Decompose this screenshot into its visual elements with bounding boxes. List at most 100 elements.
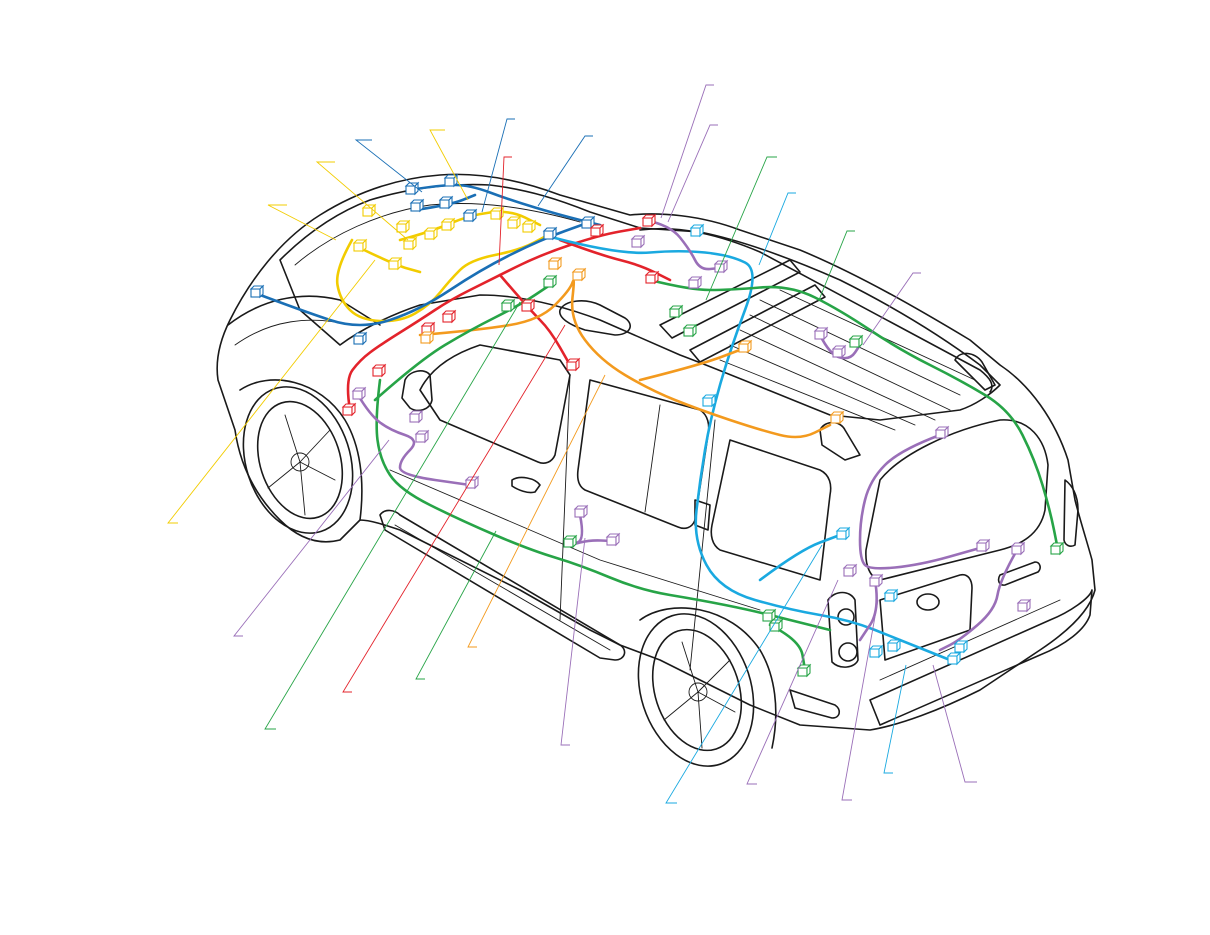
connector-icon xyxy=(829,410,845,425)
callout-leader-line xyxy=(315,161,409,241)
harness-green-main xyxy=(375,378,832,632)
harness-body-red-upper xyxy=(558,238,672,282)
connector-icon xyxy=(441,309,457,324)
connector-icon xyxy=(542,226,558,241)
harness-headlining-blue xyxy=(253,220,592,327)
callout-leader-line xyxy=(233,439,390,637)
connector-icon xyxy=(813,326,829,341)
hood-inner xyxy=(234,319,351,346)
connector-icon xyxy=(630,234,646,249)
connector-icon xyxy=(506,215,522,230)
door-seam-rear xyxy=(689,419,716,671)
harness-orange-main xyxy=(418,279,832,439)
connector-icon xyxy=(500,298,516,313)
connector-icon xyxy=(341,402,357,417)
rear-wheel xyxy=(637,607,777,767)
connector-icon xyxy=(404,181,420,196)
rear-door-window xyxy=(576,379,710,530)
connector-icon xyxy=(352,238,368,253)
rear-bumper xyxy=(869,589,1093,726)
harness-purple-front xyxy=(356,393,472,487)
callout-leader-line xyxy=(264,301,521,730)
harness-purple-rear-gate xyxy=(858,433,982,570)
harness-roof-front xyxy=(335,233,550,323)
tail-light-right xyxy=(1063,479,1079,547)
callout-leader-line xyxy=(429,129,469,201)
connector-icon xyxy=(414,429,430,444)
callout-leader-line xyxy=(481,118,515,213)
rear-door-window-divider xyxy=(644,404,661,513)
crossbar-front xyxy=(659,259,801,339)
front-wheel xyxy=(239,379,363,534)
connector-icon xyxy=(565,357,581,372)
roof-rail-mount xyxy=(819,421,861,461)
connector-icon xyxy=(953,639,969,654)
connector-icon xyxy=(687,275,703,290)
connector-icon xyxy=(589,223,605,238)
connector-icon xyxy=(361,203,377,218)
connector-icon xyxy=(886,638,902,653)
callout-leader-line xyxy=(560,537,586,746)
connector-icon xyxy=(842,563,858,578)
connector-icon xyxy=(408,409,424,424)
rear-reflector xyxy=(789,689,841,719)
connector-icon xyxy=(868,644,884,659)
connector-icon xyxy=(641,213,657,228)
side-mirror xyxy=(401,370,433,412)
connector-icon xyxy=(975,538,991,553)
harness-light-blue-main xyxy=(553,236,952,662)
connector-icon xyxy=(1049,541,1065,556)
roof-inner xyxy=(294,203,581,266)
connector-icon xyxy=(387,256,403,271)
harness-green-upper xyxy=(373,283,552,402)
connector-icon xyxy=(542,274,558,289)
front-wheel-arch xyxy=(239,379,363,521)
connector-icon xyxy=(443,173,459,188)
vehicle-outline xyxy=(216,173,1096,767)
connector-icon xyxy=(796,663,812,678)
connector-icon xyxy=(438,195,454,210)
side-crease xyxy=(389,469,761,611)
tail-light-lens-upper xyxy=(837,608,855,626)
callout-layer xyxy=(167,84,977,804)
connector-icon xyxy=(1016,598,1032,613)
callout-leader-line xyxy=(841,599,879,801)
rear-wheel-arch xyxy=(639,607,777,749)
connector-icon xyxy=(946,651,962,666)
connector-icon xyxy=(668,304,684,319)
tail-light-lens-lower xyxy=(838,642,858,662)
connector-icon xyxy=(573,504,589,519)
connector-icon xyxy=(689,223,705,238)
connector-icon xyxy=(547,256,563,271)
connector-icon xyxy=(371,363,387,378)
connector-icon xyxy=(605,532,621,547)
connector-icon xyxy=(249,284,265,299)
connector-icon xyxy=(644,270,660,285)
connector-icon xyxy=(883,588,899,603)
harness-green-roof xyxy=(648,278,1060,552)
quarter-window xyxy=(710,439,832,581)
harness-body-red-branch xyxy=(498,273,572,367)
callout-leader-line xyxy=(705,156,777,301)
rear-badge xyxy=(916,593,940,611)
callout-leader-line xyxy=(267,204,337,241)
connector-icon xyxy=(835,526,851,541)
callout-leader-line xyxy=(667,124,718,223)
connector-icon xyxy=(520,298,536,313)
harness-body-red-main xyxy=(346,226,642,412)
connector-icon xyxy=(351,386,367,401)
harness-green-rear xyxy=(768,623,807,672)
connector-icon xyxy=(440,217,456,232)
callout-leader-line xyxy=(746,579,839,785)
sunroof xyxy=(559,300,631,336)
connector-icon xyxy=(462,208,478,223)
body-silhouette xyxy=(216,173,1096,731)
connector-icon xyxy=(423,226,439,241)
liftgate-glass xyxy=(865,419,1049,581)
rear-handle xyxy=(997,561,1041,586)
connector-icon xyxy=(1010,541,1026,556)
callout-leader-line xyxy=(167,259,376,524)
harness-purple-door xyxy=(573,513,614,546)
connector-icon xyxy=(402,236,418,251)
callout-leader-line xyxy=(883,664,907,774)
